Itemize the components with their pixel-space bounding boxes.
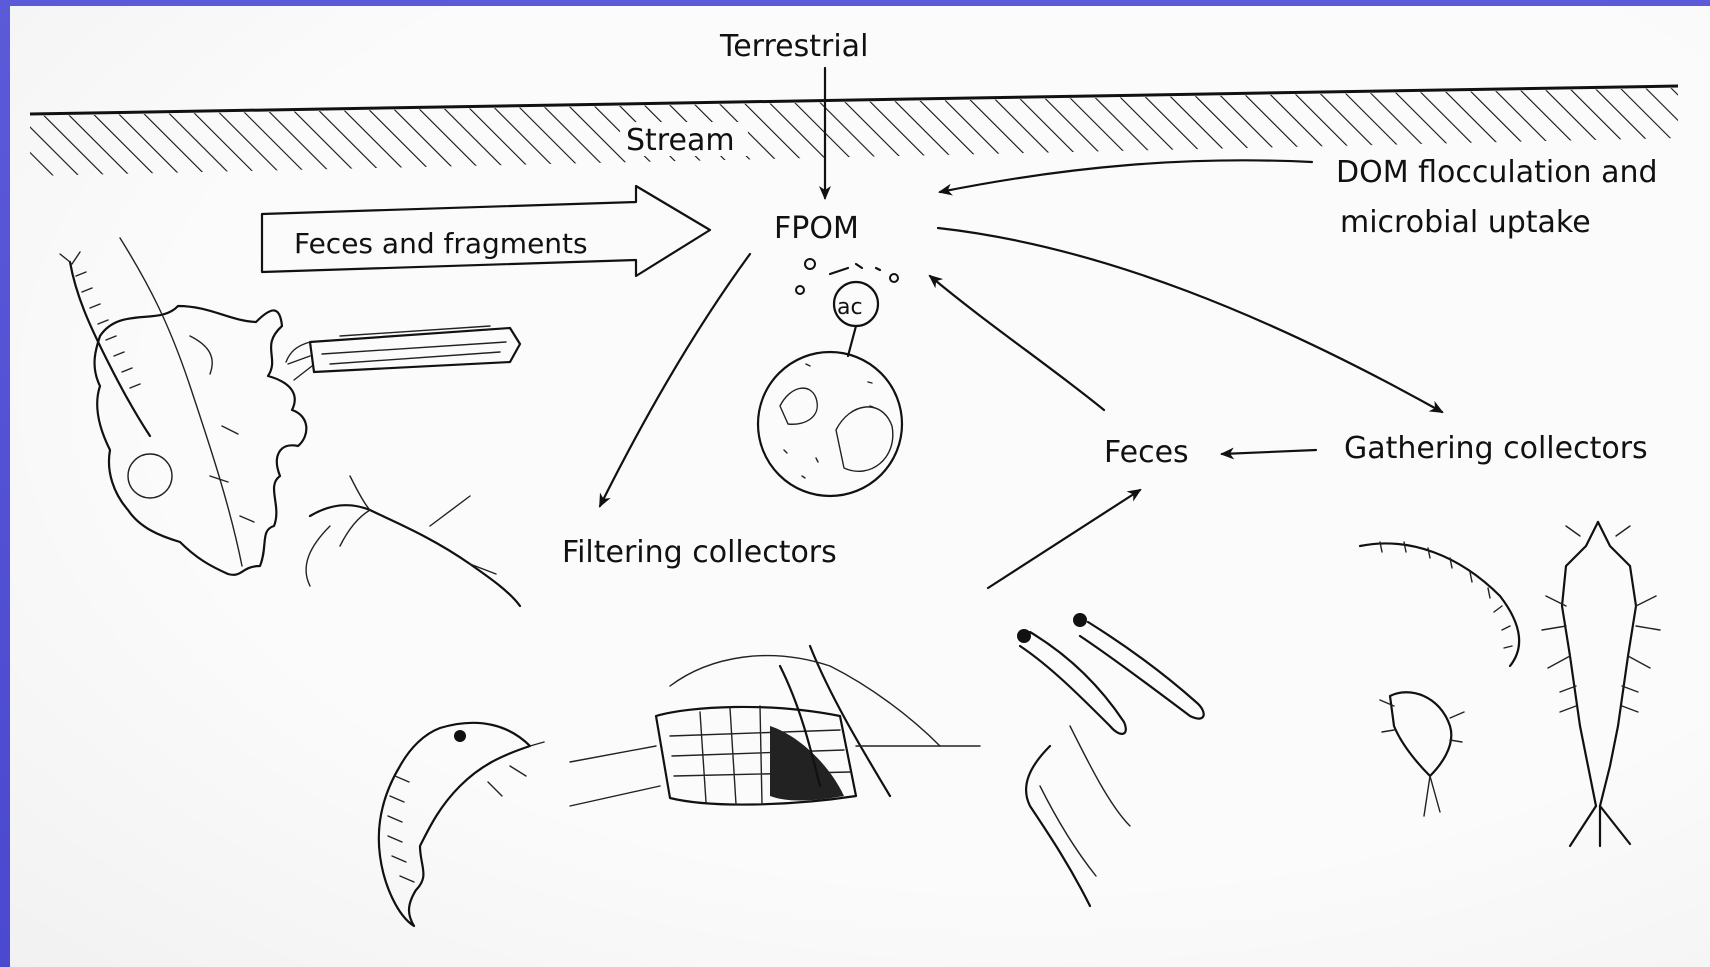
- amphipod-icon: [379, 723, 544, 926]
- caddisfly-case-icon: [286, 326, 520, 380]
- fpom-to-filtering-arrow: [600, 254, 750, 506]
- dom-arrow: [940, 160, 1312, 192]
- filtering-collectors-label: Filtering collectors: [562, 535, 837, 570]
- mayfly-nymph-icon: [1542, 522, 1660, 846]
- dom-label-line1: DOM flocculation and: [1336, 155, 1658, 190]
- blackfly-larvae-icon: [1017, 613, 1204, 906]
- leaf-litter-icon: [95, 238, 307, 575]
- gathering-collectors-label: Gathering collectors: [1344, 431, 1648, 466]
- feces-fragments-arrow: Feces and fragments: [262, 186, 710, 276]
- small-nymph-icon: [1380, 692, 1464, 816]
- filtering-to-feces-arrow: [988, 490, 1140, 588]
- fpom-label: FPOM: [774, 211, 859, 246]
- caddis-net-icon: [570, 646, 980, 806]
- chironomid-larva-icon: [1360, 542, 1519, 666]
- feces-fragments-label: Feces and fragments: [294, 227, 588, 260]
- fpom-flow-diagram: Terrestrial Stream FPOM DOM flocculation…: [10, 6, 1710, 967]
- fpom-to-gathering-arrow: [938, 228, 1442, 412]
- feces-label: Feces: [1104, 435, 1189, 470]
- terrestrial-label: Terrestrial: [719, 29, 868, 64]
- shredder-insect-icon: [60, 252, 520, 606]
- svg-text:ac: ac: [837, 295, 863, 320]
- diagram-panel: Terrestrial Stream FPOM DOM flocculation…: [10, 6, 1710, 967]
- dom-label-line2: microbial uptake: [1340, 205, 1591, 240]
- feces-to-fpom-arrow: [930, 276, 1104, 410]
- stream-label: Stream: [626, 123, 735, 158]
- microbe-particle-icon: ac: [758, 259, 902, 496]
- gathering-to-feces-arrow: [1222, 450, 1316, 454]
